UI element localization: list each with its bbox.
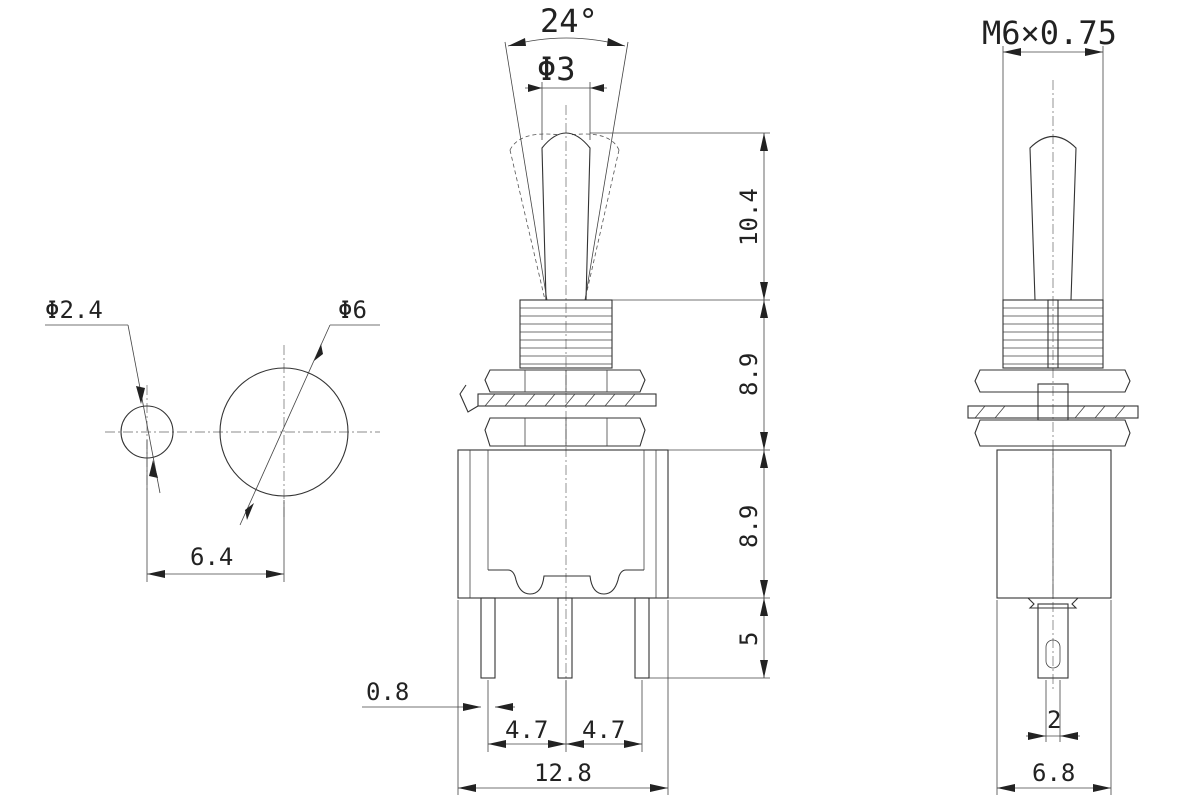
terminal-left bbox=[480, 597, 496, 679]
dim-side-terminal-width: 2 bbox=[1047, 706, 1061, 734]
bushing bbox=[519, 299, 613, 369]
dim-terminal-length: 5 bbox=[735, 632, 763, 646]
lever bbox=[541, 132, 591, 301]
dim-thread-spec: M6×0.75 bbox=[982, 14, 1117, 52]
dim-bushing-length: 8.9 bbox=[735, 353, 763, 396]
side-lever bbox=[1029, 135, 1077, 301]
nut-top bbox=[484, 369, 646, 393]
nut-bottom bbox=[484, 417, 646, 447]
dim-body-height: 8.9 bbox=[735, 505, 763, 548]
side-body bbox=[996, 449, 1112, 599]
dim-terminal-pitch-right: 4.7 bbox=[582, 716, 625, 744]
dim-hole-spacing: 6.4 bbox=[190, 543, 233, 571]
terminal-right bbox=[634, 597, 650, 679]
dim-lever-tip-diameter: Φ3 bbox=[537, 50, 576, 88]
dim-terminal-pitch-left: 4.7 bbox=[505, 716, 548, 744]
panel-hole-view: Φ2.4 Φ6 6.4 bbox=[45, 296, 380, 582]
dim-large-hole-diameter: Φ6 bbox=[338, 296, 367, 324]
front-view: 24° Φ3 bbox=[362, 2, 770, 795]
side-view: M6×0.75 2 6.8 bbox=[967, 14, 1139, 795]
side-terminal bbox=[1037, 603, 1069, 679]
washer bbox=[477, 393, 657, 407]
terminal-center bbox=[557, 597, 573, 679]
dim-side-body-width: 6.8 bbox=[1032, 759, 1075, 787]
dim-small-hole-diameter: Φ2.4 bbox=[45, 296, 103, 324]
dim-lever-angle: 24° bbox=[540, 2, 598, 40]
dim-terminal-width: 0.8 bbox=[366, 678, 409, 706]
dim-lever-length: 10.4 bbox=[735, 188, 763, 246]
large-hole bbox=[219, 367, 349, 497]
dim-body-width: 12.8 bbox=[534, 759, 592, 787]
